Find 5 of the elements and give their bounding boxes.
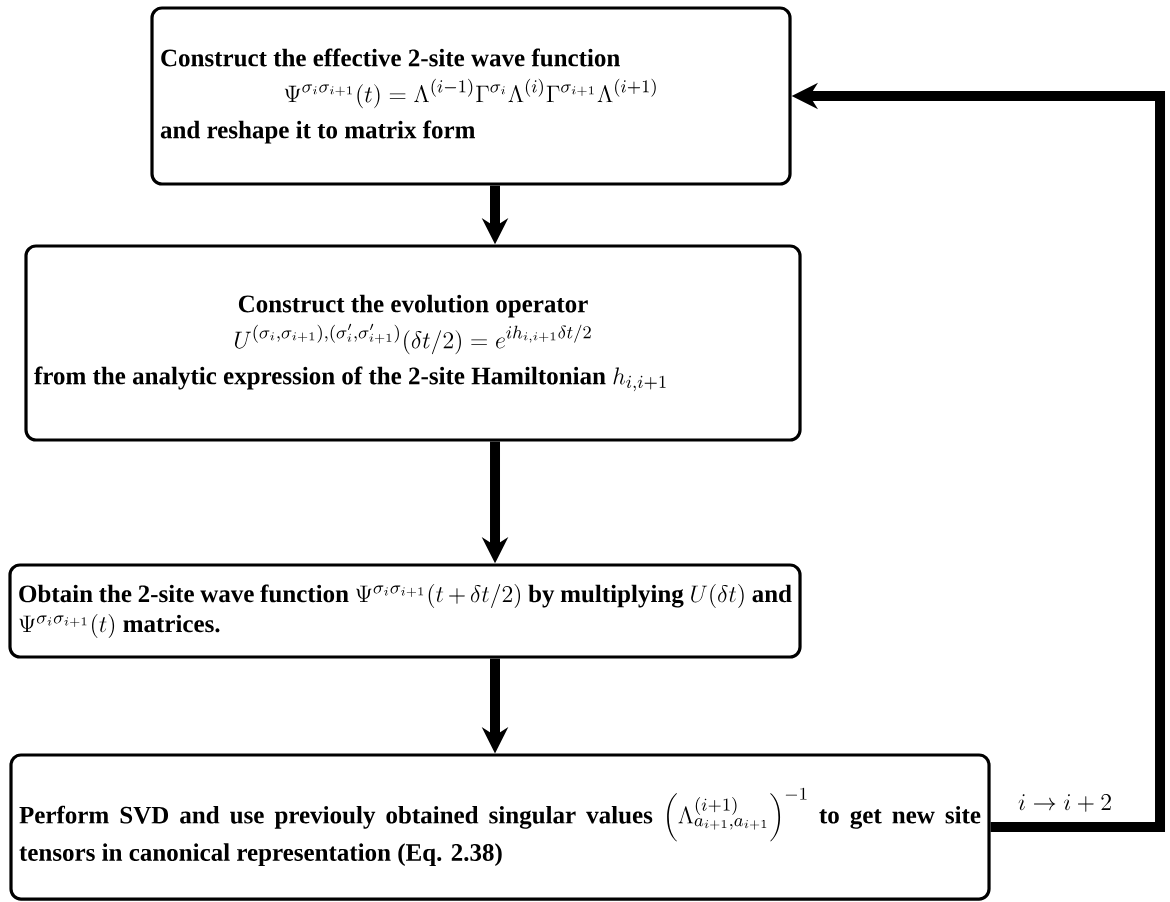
- edge-label: $i \to i+2$: [1016, 792, 1115, 814]
- process-box: Construct the evolution operator $U^{(\sigma_i,\sigma_{i+1}),(\sigma'_i,\sigma'_{i+1})}(\delta t/2) = e^{ih_{i,i+1}\delta t/2}$ from the analytic expression of the 2-site Hamiltonian $h_{i,i+1}$: [24, 244, 802, 442]
- process-box: Construct the effective 2-site wave function $\Psi^{\sigma_i\sigma_{i+1}}(t) = \Lambda^{(i-1)}\Gamma^{\sigma_i}\Lambda^{(i)}\Gamma^{\sigma_{i+1}}\Lambda^{(i+1)}$ and reshape it to matrix form: [150, 6, 792, 186]
- process-box: Obtain the 2-site wave function $\Psi^{\sigma_i\sigma_{i+1}}(t+\delta t/2)$ by multiplying $U(\delta t)$ and $\Psi^{\sigma_i\sigma_{i+1}}(t)$ matrices.: [8, 563, 802, 659]
- process-box: Perform SVD and use previouly obtained singular values $\left(\Lambda^{(i+1)}_{a_{i+1},a_{i+1}}\right)^{-1}$ to get new site tensors in canonical representation (Eq. 2.38): [9, 753, 991, 901]
